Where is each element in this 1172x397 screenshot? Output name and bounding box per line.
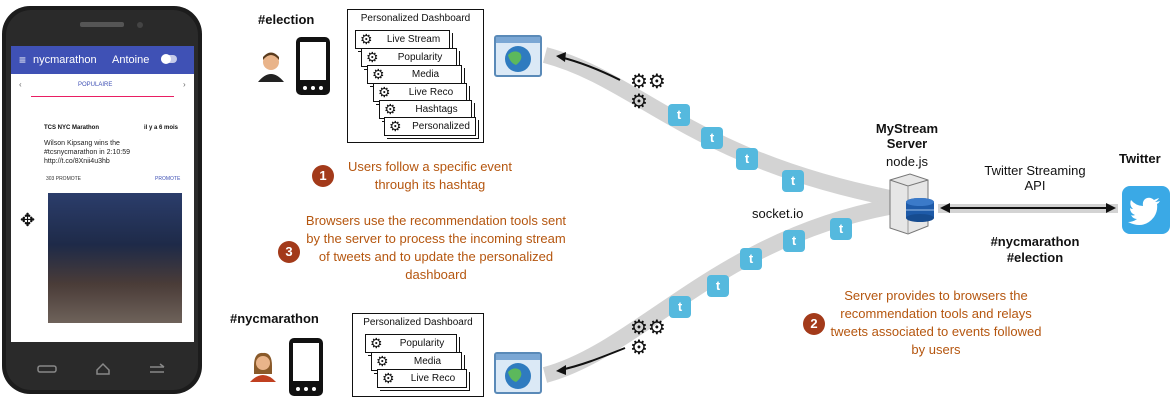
bottom-card-live-reco[interactable]: ⚙Live Reco xyxy=(377,369,467,388)
bottom-browser-icon xyxy=(494,352,542,394)
step-1-badge: 1 xyxy=(312,165,334,187)
smartphone: ≡ nycmarathon Antoine ‹ POPULAIRE › TCS … xyxy=(0,0,207,397)
top-card-personalized[interactable]: ⚙Personalized xyxy=(384,117,476,136)
tweet-bird-icon: t xyxy=(707,275,729,297)
tab-indicator xyxy=(31,96,174,97)
stream-hashtag-election: #election xyxy=(1006,250,1064,265)
tweet-text: Wilson Kipsang wins the #tcsnycmarathon … xyxy=(44,140,130,165)
tweet-bird-icon: t xyxy=(701,127,723,149)
top-card-media[interactable]: ⚙Media xyxy=(367,65,462,84)
gear-icon: ⚙ xyxy=(372,66,385,82)
gear-icon: ⚙ xyxy=(378,84,391,100)
top-card-live-stream[interactable]: ⚙Live Stream xyxy=(355,30,450,49)
gear-icon: ⚙ xyxy=(360,31,373,47)
tweet-bird-icon: t xyxy=(830,218,852,240)
tweet-author: TCS NYC Marathon xyxy=(44,125,100,131)
female-user-icon xyxy=(250,352,276,382)
tweet-bird-icon: t xyxy=(782,170,804,192)
socket-label: socket.io xyxy=(752,206,804,221)
app-bar: ≡ nycmarathon Antoine xyxy=(11,46,194,74)
step-2-badge: 2 xyxy=(803,313,825,335)
top-browser-icon xyxy=(494,35,542,77)
tweet-bird-icon: t xyxy=(736,148,758,170)
male-user-icon xyxy=(258,52,284,82)
gear-icon: ⚙ xyxy=(370,335,383,351)
tab-bar: ‹ POPULAIRE › xyxy=(11,74,194,97)
step-2-text: Server provides to browsers the recommen… xyxy=(830,288,1042,357)
gear-icon: ⚙ xyxy=(382,370,395,386)
tweet-bird-icon: t xyxy=(669,296,691,318)
server-icon xyxy=(889,173,934,235)
twitter-logo-icon xyxy=(1122,186,1170,234)
tweet-time: il y a 6 mois xyxy=(144,125,179,131)
api-arrowhead-left xyxy=(940,203,950,213)
top-dashboard-title: Personalized Dashboard xyxy=(360,13,471,24)
user-name: Antoine xyxy=(112,54,150,66)
tweet-bird-icon: t xyxy=(740,248,762,270)
bottom-arrowhead xyxy=(556,365,566,375)
top-stream-ribbon xyxy=(542,47,902,208)
bottom-card-popularity[interactable]: ⚙Popularity xyxy=(365,334,457,353)
stream-hashtags: #nycmarathon #election xyxy=(980,234,1090,266)
server-name: MyStream Server xyxy=(875,121,939,151)
promote-count: 303 PROMOTE xyxy=(46,176,82,182)
api-arrowhead-right xyxy=(1106,203,1116,213)
tweet-bird-icon: t xyxy=(783,230,805,252)
app-title: nycmarathon xyxy=(33,54,97,66)
chevron-right-icon[interactable]: › xyxy=(183,80,186,89)
server-tech: node.js xyxy=(886,154,928,169)
toggle-switch[interactable] xyxy=(161,54,177,64)
bottom-phone-icon xyxy=(289,338,323,396)
top-phone-icon xyxy=(296,37,330,95)
bottom-dashboard-title: Personalized Dashboard xyxy=(363,317,473,328)
menu-icon[interactable]: ≡ xyxy=(19,53,27,67)
tweet-photo xyxy=(48,193,182,323)
api-label: Twitter Streaming API xyxy=(984,163,1086,193)
promote-button[interactable]: PROMOTE xyxy=(155,176,181,182)
tweet-bird-icon: t xyxy=(668,104,690,126)
top-arrowhead xyxy=(556,52,566,62)
gear-icon: ⚙ xyxy=(376,353,389,369)
bottom-hashtag: #nycmarathon xyxy=(230,311,319,326)
top-hashtag: #election xyxy=(258,12,315,27)
top-gears-icon: ⚙⚙⚙ xyxy=(630,71,666,113)
chevron-left-icon[interactable]: ‹ xyxy=(19,80,22,89)
stream-hashtag-nycmarathon: #nycmarathon xyxy=(990,234,1080,249)
twitter-label: Twitter xyxy=(1119,151,1161,166)
step-3-text: Browsers use the recommendation tools se… xyxy=(305,213,567,282)
gear-icon: ⚙ xyxy=(366,49,379,65)
bottom-gears-icon: ⚙⚙⚙ xyxy=(630,317,666,359)
top-arrow xyxy=(559,56,621,81)
cursor-icon: ✥ xyxy=(20,210,36,230)
step-1-text: Users follow a specific event through it… xyxy=(347,159,512,192)
tab-popular[interactable]: POPULAIRE xyxy=(78,82,113,88)
gear-icon: ⚙ xyxy=(384,101,397,117)
gear-icon: ⚙ xyxy=(389,118,402,134)
step-3-badge: 3 xyxy=(278,241,300,263)
